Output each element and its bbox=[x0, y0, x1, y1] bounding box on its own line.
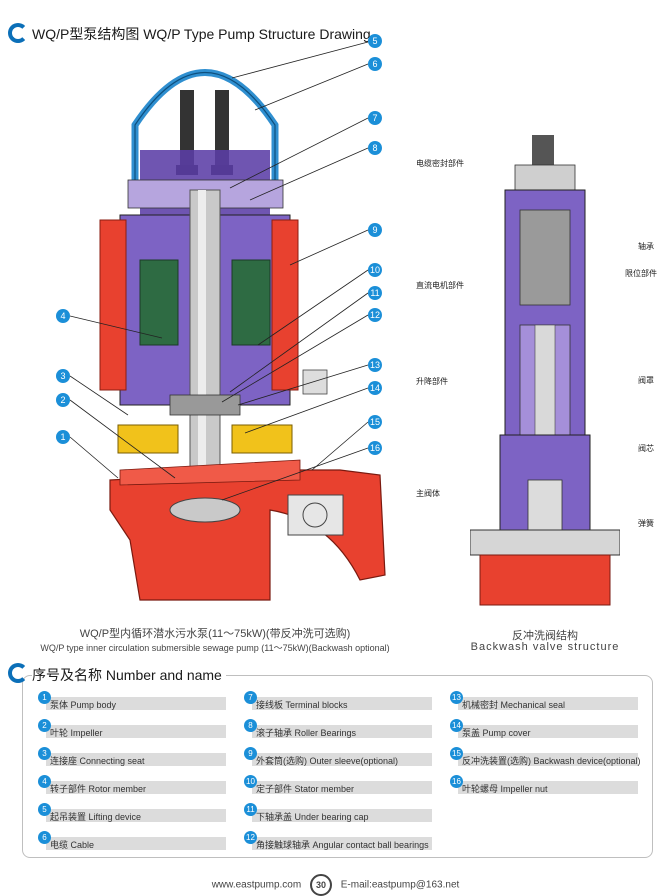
footer-website[interactable]: www.eastpump.com bbox=[211, 879, 302, 891]
section-logo-icon bbox=[8, 23, 28, 43]
cable-left-shape bbox=[180, 90, 194, 165]
callout-7: 7 bbox=[368, 111, 382, 125]
callout-12: 12 bbox=[368, 308, 382, 322]
label-valve-core: 阀芯 bbox=[638, 444, 654, 453]
backwash-valve-drawing bbox=[470, 135, 620, 606]
label-main-valve: 主阀体 bbox=[416, 489, 440, 498]
callout-5: 5 bbox=[368, 34, 382, 48]
label-spring: 弹簧 bbox=[638, 519, 654, 528]
callout-8: 8 bbox=[368, 141, 382, 155]
parts-section-title: 序号及名称 Number and name bbox=[32, 665, 226, 685]
label-dc-motor: 直流电机部件 bbox=[416, 281, 464, 290]
valve-caption-cn: 反冲洗阀结构 bbox=[512, 630, 578, 642]
callout-14: 14 bbox=[368, 381, 382, 395]
page-number: 30 bbox=[309, 874, 332, 896]
section-logo-icon bbox=[8, 663, 28, 683]
callout-11: 11 bbox=[368, 286, 382, 300]
callout-1: 1 bbox=[56, 430, 70, 444]
pump-structure-drawing bbox=[69, 41, 386, 601]
callout-10: 10 bbox=[368, 263, 382, 277]
label-cable-seal: 电缆密封部件 bbox=[416, 159, 464, 168]
callout-2: 2 bbox=[56, 393, 70, 407]
valve-caption-en: Backwash valve structure bbox=[470, 641, 620, 653]
label-lifting: 升降部件 bbox=[416, 377, 448, 386]
pump-caption-cn: WQ/P型内循环潜水污水泵(11～75kW)(带反冲洗可选购) bbox=[79, 628, 351, 640]
label-bearing: 轴承 bbox=[638, 242, 654, 251]
page-title: WQ/P型泵结构图 WQ/P Type Pump Structure Drawi… bbox=[32, 26, 371, 42]
pump-body-shape bbox=[109, 469, 386, 601]
callout-9: 9 bbox=[368, 223, 382, 237]
parts-panel bbox=[22, 675, 653, 858]
callout-4: 4 bbox=[56, 309, 70, 323]
label-limit: 限位部件 bbox=[625, 269, 657, 278]
footer-email[interactable]: E-mail:eastpump@163.net bbox=[340, 879, 460, 891]
callout-3: 3 bbox=[56, 369, 70, 383]
pump-caption-en: WQ/P type inner circulation submersible … bbox=[40, 643, 390, 653]
cable-right-shape bbox=[215, 90, 229, 165]
callout-6: 6 bbox=[368, 57, 382, 71]
callout-16: 16 bbox=[368, 441, 382, 455]
page-footer: www.eastpump.com 30 E-mail:eastpump@163.… bbox=[0, 874, 671, 896]
label-valve-cover: 阀罩 bbox=[638, 376, 654, 385]
callout-13: 13 bbox=[368, 358, 382, 372]
callout-15: 15 bbox=[368, 415, 382, 429]
